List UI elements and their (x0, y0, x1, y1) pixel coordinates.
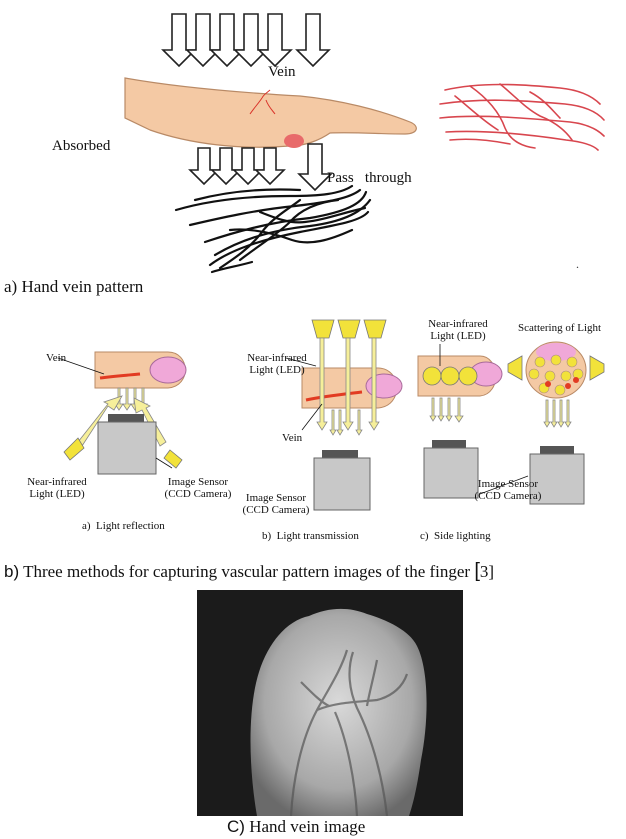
light-arrow (330, 410, 336, 435)
led-icon (441, 367, 459, 385)
panel-a-caption: a) Hand vein pattern (4, 277, 143, 297)
side-led-label-line2: Light (LED) (418, 330, 498, 342)
down-arrow-icon (163, 14, 195, 66)
panel-c-caption-text: Hand vein image (245, 817, 365, 836)
side-led-label-line1: Near-infrared (418, 318, 498, 330)
light-arrow (123, 388, 131, 410)
nail-shape (150, 357, 186, 383)
down-arrow-icon (234, 148, 262, 184)
absorbed-label: Absorbed (52, 138, 110, 155)
sensor-lens (322, 450, 358, 458)
down-arrow-icon (212, 148, 240, 184)
hand-silhouette (251, 609, 427, 816)
led-icon (164, 450, 182, 468)
scatter-label: Scattering of Light (518, 322, 601, 334)
nail-shape (366, 374, 402, 398)
down-arrow-icon (211, 14, 243, 66)
transmission-led-label-line1: Near-infrared (240, 352, 314, 364)
side-caption: c) Side lighting (420, 530, 491, 542)
thumbnail-shape (284, 134, 304, 148)
vein-label: Vein (268, 64, 296, 81)
light-arrow (455, 398, 463, 422)
panel-b-caption-prefix: b) (4, 562, 19, 581)
side-led-label: Near-infrared Light (LED) (418, 318, 498, 342)
led-icon (312, 320, 334, 338)
down-arrow-icon (190, 148, 218, 184)
led-icon (338, 320, 360, 338)
panel-b-caption: b) Three methods for capturing vascular … (4, 560, 494, 583)
light-arrow (551, 400, 557, 427)
reflection-led-label-line2: Light (LED) (22, 488, 92, 500)
panel-b-caption-ref: 3] (480, 562, 494, 581)
side-sensor-label-line2: (CCD Camera) (468, 490, 548, 502)
light-arrow (337, 410, 343, 435)
transmission-led-label: Near-infrared Light (LED) (240, 352, 314, 376)
light-arrow (544, 400, 550, 427)
reflection-method (58, 352, 186, 474)
transmission-sensor-label-line2: (CCD Camera) (236, 504, 316, 516)
light-arrow (446, 398, 452, 421)
transmission-caption: b) Light transmission (262, 530, 359, 542)
sensor-lens (540, 446, 574, 454)
transmission-sensor-label-line1: Image Sensor (236, 492, 316, 504)
panel-b-caption-text: Three methods for capturing vascular pat… (19, 562, 474, 581)
reflection-led-label-line1: Near-infrared (22, 476, 92, 488)
down-arrow-icon (259, 14, 291, 66)
led-icon (423, 367, 441, 385)
reflection-vein-label: Vein (46, 352, 66, 364)
light-arrow (565, 400, 571, 427)
side-sensor-label-line1: Image Sensor (468, 478, 548, 490)
transmission-led-label-line2: Light (LED) (240, 364, 314, 376)
transmission-method (286, 320, 402, 510)
hand-shape (125, 78, 416, 147)
transmission-sensor-label: Image Sensor (CCD Camera) (236, 492, 316, 516)
led-icon (364, 320, 386, 338)
reflection-sensor-label-line1: Image Sensor (158, 476, 238, 488)
incident-light-arrows (163, 14, 329, 66)
light-arrow (430, 398, 436, 421)
panel-c-caption-prefix: C) (227, 817, 245, 836)
reflection-sensor-label-line2: (CCD Camera) (158, 488, 238, 500)
hand-vein-photo (197, 590, 463, 816)
black-vein-pattern (176, 186, 370, 272)
led-icon (459, 367, 477, 385)
led-icon (508, 356, 522, 380)
light-arrow (356, 410, 362, 435)
down-arrow-icon (235, 14, 267, 66)
down-arrow-icon (297, 14, 329, 66)
down-arrow-icon (256, 148, 284, 184)
image-sensor-box (98, 422, 156, 474)
panel-c-caption: C) Hand vein image (227, 817, 365, 837)
sensor-lens (432, 440, 466, 448)
pass-through-label: Pass through (327, 170, 412, 187)
side-sensor-label: Image Sensor (CCD Camera) (468, 478, 548, 502)
sensor-lens (108, 414, 144, 422)
reflection-sensor-label: Image Sensor (CCD Camera) (158, 476, 238, 500)
light-arrow (558, 400, 564, 427)
absorbed-light-arrows (190, 144, 331, 190)
dot-mark: . (576, 257, 579, 271)
transmission-vein-label: Vein (282, 432, 302, 444)
reflection-led-label: Near-infrared Light (LED) (22, 476, 92, 500)
down-arrow-icon (187, 14, 219, 66)
reflection-caption: a) Light reflection (82, 520, 165, 532)
image-sensor-box (314, 458, 370, 510)
light-arrow (438, 398, 444, 421)
led-icon (590, 356, 604, 380)
red-vein-pattern (440, 84, 604, 150)
